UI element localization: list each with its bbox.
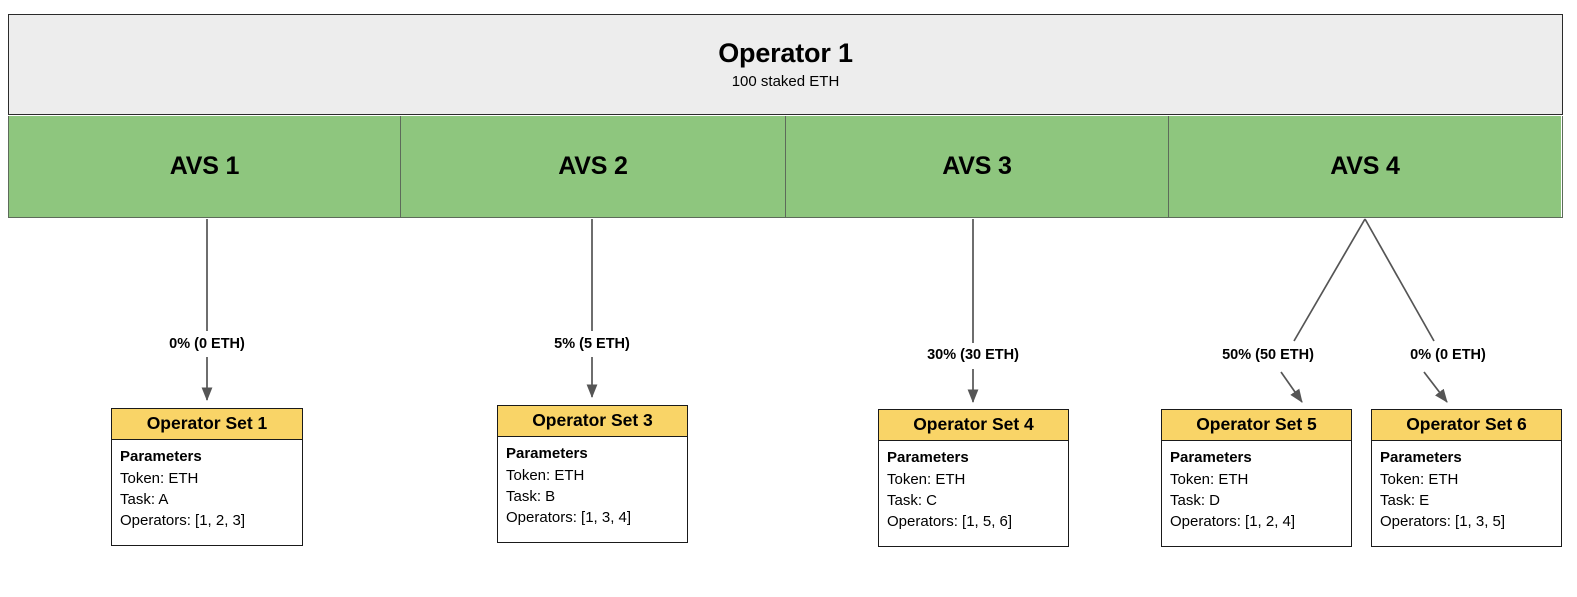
operator-title: Operator 1	[718, 37, 853, 68]
operator-stake: 100 staked ETH	[731, 72, 840, 90]
params-operators-4: Operators: [1, 5, 6]	[887, 513, 1013, 531]
edge-label-avs2-opset3: 5% (5 ETH)	[554, 336, 630, 352]
params-token-6: Token: ETH	[1380, 470, 1459, 488]
operator-set-body-6: Parameters Token: ETH Task: E Operators:…	[1372, 441, 1561, 539]
avs-cell-3[interactable]: AVS 3	[786, 116, 1169, 217]
operator-set-body-3: Parameters Token: ETH Task: B Operators:…	[498, 437, 687, 535]
params-operators-5: Operators: [1, 2, 4]	[1170, 513, 1296, 531]
params-task-6: Task: E	[1380, 491, 1430, 509]
edge-label-avs4-opset6: 0% (0 ETH)	[1410, 347, 1486, 363]
params-heading-5: Parameters	[1170, 449, 1252, 467]
params-task-4: Task: C	[887, 491, 938, 509]
operator-set-card-1[interactable]: Operator Set 1 Parameters Token: ETH Tas…	[111, 408, 303, 546]
edge-avs4-opset5	[1280, 218, 1366, 403]
params-heading-3: Parameters	[506, 445, 588, 463]
params-task-3: Task: B	[506, 487, 556, 505]
operator-bar: Operator 1 100 staked ETH	[8, 14, 1563, 115]
params-heading-4: Parameters	[887, 449, 969, 467]
params-task-1: Task: A	[120, 490, 169, 508]
operator-set-title-1: Operator Set 1	[112, 409, 302, 441]
operator-set-title-6: Operator Set 6	[1372, 410, 1561, 442]
params-operators-1: Operators: [1, 2, 3]	[120, 512, 246, 530]
operator-set-title-5: Operator Set 5	[1162, 410, 1351, 442]
params-token-3: Token: ETH	[506, 466, 585, 484]
edge-label-avs4-opset5: 50% (50 ETH)	[1222, 347, 1314, 363]
avs-cell-2[interactable]: AVS 2	[401, 116, 786, 217]
params-operators-3: Operators: [1, 3, 4]	[506, 509, 632, 527]
edge-avs4-opset6	[1364, 218, 1448, 403]
params-task-5: Task: D	[1170, 491, 1221, 509]
params-token-5: Token: ETH	[1170, 470, 1249, 488]
operator-set-body-5: Parameters Token: ETH Task: D Operators:…	[1162, 441, 1351, 539]
operator-set-card-5[interactable]: Operator Set 5 Parameters Token: ETH Tas…	[1161, 409, 1352, 547]
edge-label-avs1-opset1: 0% (0 ETH)	[169, 336, 245, 352]
params-heading-1: Parameters	[120, 448, 202, 466]
avs-cell-1[interactable]: AVS 1	[9, 116, 401, 217]
operator-set-title-4: Operator Set 4	[879, 410, 1068, 442]
params-token-1: Token: ETH	[120, 469, 199, 487]
operator-set-card-6[interactable]: Operator Set 6 Parameters Token: ETH Tas…	[1371, 409, 1562, 547]
edge-label-avs3-opset4: 30% (30 ETH)	[927, 347, 1019, 363]
operator-set-body-4: Parameters Token: ETH Task: C Operators:…	[879, 441, 1068, 539]
avs-band: AVS 1 AVS 2 AVS 3 AVS 4	[8, 116, 1563, 218]
params-operators-6: Operators: [1, 3, 5]	[1380, 513, 1506, 531]
params-heading-6: Parameters	[1380, 449, 1462, 467]
operator-set-card-4[interactable]: Operator Set 4 Parameters Token: ETH Tas…	[878, 409, 1069, 547]
params-token-4: Token: ETH	[887, 470, 966, 488]
operator-set-body-1: Parameters Token: ETH Task: A Operators:…	[112, 440, 302, 538]
avs-cell-4[interactable]: AVS 4	[1169, 116, 1561, 217]
operator-set-title-3: Operator Set 3	[498, 406, 687, 438]
operator-set-card-3[interactable]: Operator Set 3 Parameters Token: ETH Tas…	[497, 405, 688, 543]
